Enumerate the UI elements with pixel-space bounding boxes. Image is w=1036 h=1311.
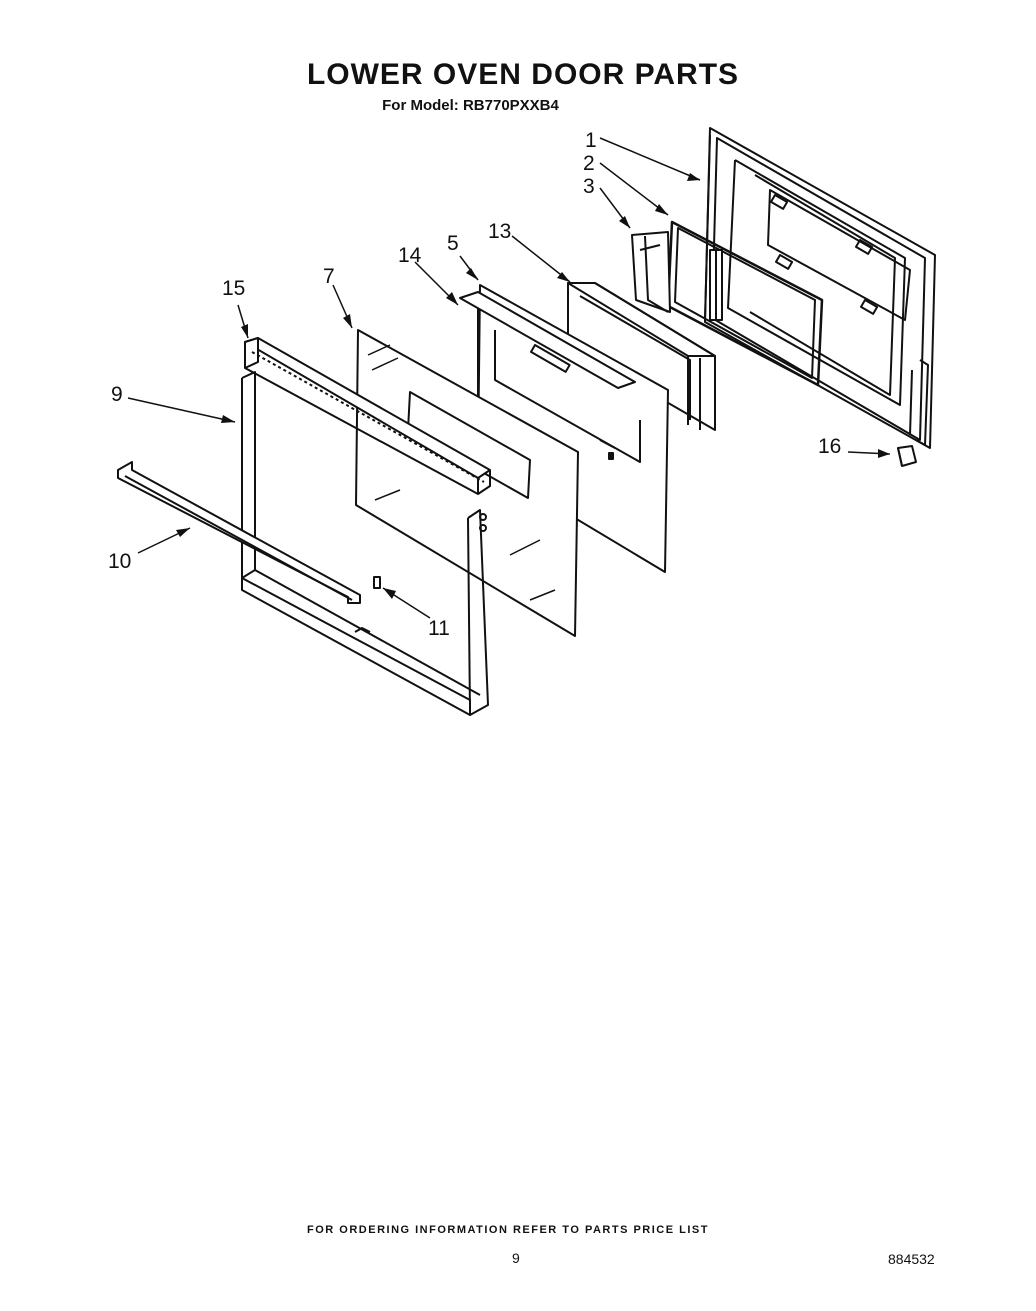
callout-11: 11	[428, 617, 450, 640]
part-15-vent-trim	[244, 337, 491, 495]
page-number: 9	[512, 1250, 520, 1266]
callout-9: 9	[111, 383, 123, 406]
callout-13: 13	[488, 220, 511, 243]
exploded-parts-diagram: 1 2 3 13 5 14 7 15 9 10 11 16	[108, 127, 936, 716]
callout-7: 7	[323, 265, 335, 288]
part-11-clip	[373, 576, 381, 589]
callout-10: 10	[108, 550, 131, 573]
document-number: 884532	[888, 1251, 935, 1267]
callout-3: 3	[583, 175, 595, 198]
callout-1: 1	[585, 129, 597, 152]
page-title: LOWER OVEN DOOR PARTS	[306, 58, 740, 91]
model-line: For Model: RB770PXXB4	[382, 97, 559, 114]
leader-arrowheads	[176, 173, 890, 599]
callout-2: 2	[583, 152, 595, 175]
part-14-strip	[459, 291, 636, 389]
part-1-inner-door-panel	[704, 127, 936, 449]
callout-14: 14	[398, 244, 422, 267]
callout-15: 15	[222, 277, 245, 300]
part-7-glass-panel	[355, 329, 579, 637]
part-9-door-frame	[241, 371, 489, 716]
callout-5: 5	[447, 232, 459, 255]
ordering-note: FOR ORDERING INFORMATION REFER TO PARTS …	[307, 1224, 709, 1236]
part-3-hinge-bracket	[631, 231, 671, 313]
callout-16: 16	[818, 435, 841, 458]
part-10-door-handle	[117, 461, 361, 604]
part-16-spacer	[897, 445, 917, 467]
